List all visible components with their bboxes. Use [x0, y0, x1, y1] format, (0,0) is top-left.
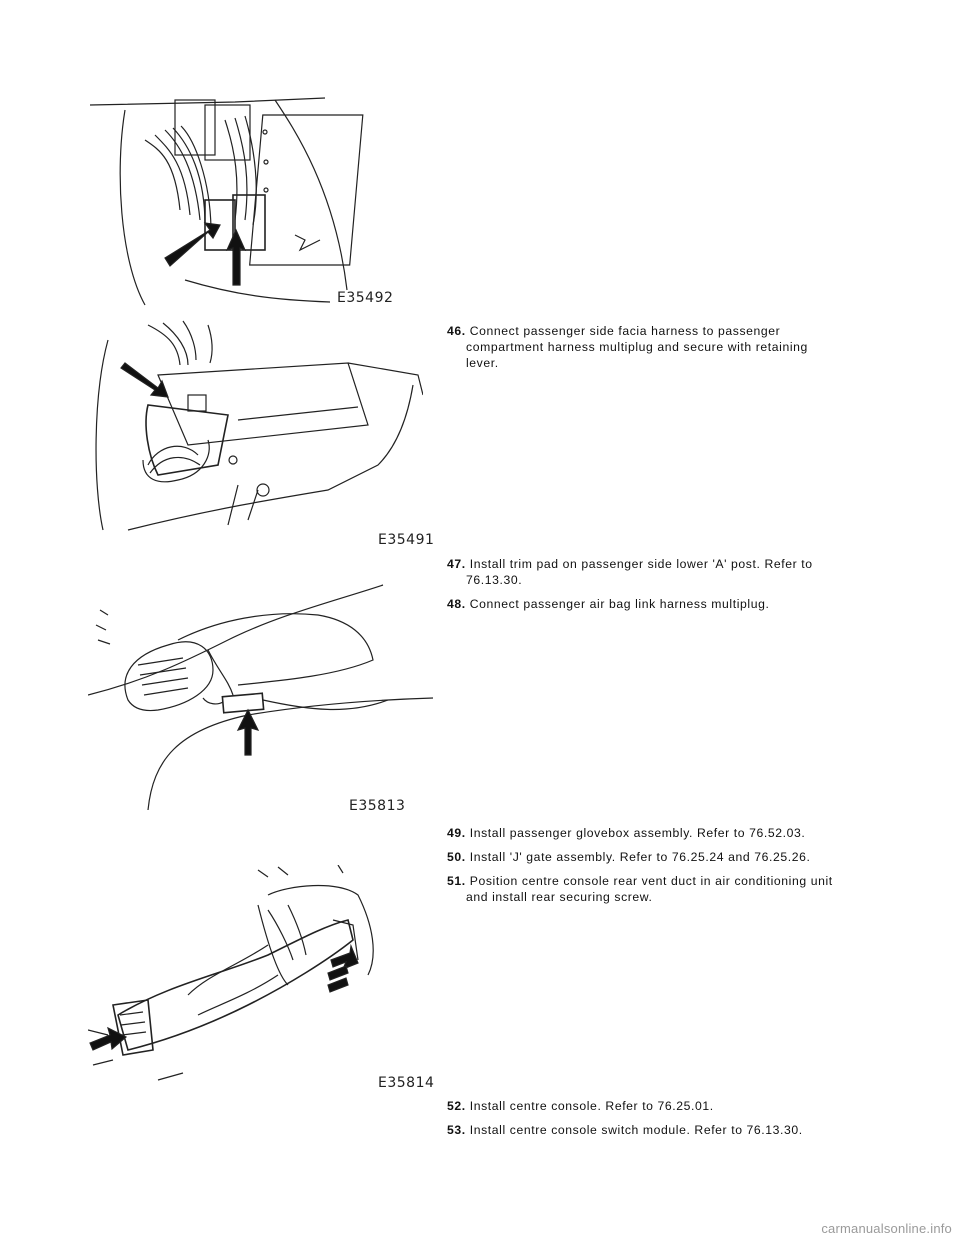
figure-airbag-link-harness: [88, 580, 433, 810]
figure-code: E35814: [378, 1075, 435, 1091]
watermark: carmanualsonline.info: [821, 1221, 952, 1236]
step-50: 50. Install 'J' gate assembly. Refer to …: [447, 850, 811, 864]
step-48: 48. Connect passenger air bag link harne…: [447, 597, 770, 611]
figure-console-vent-duct: [88, 865, 423, 1095]
step-46: 46. Connect passenger side facia harness…: [447, 324, 808, 370]
step-47: 47. Install trim pad on passenger side l…: [447, 557, 813, 587]
figure-code: E35813: [349, 798, 406, 814]
step-53: 53. Install centre console switch module…: [447, 1123, 803, 1137]
step-51: 51. Position centre console rear vent du…: [447, 874, 833, 904]
step-49: 49. Install passenger glovebox assembly.…: [447, 826, 806, 840]
figure-code: E35492: [337, 290, 394, 306]
step-52: 52. Install centre console. Refer to 76.…: [447, 1099, 714, 1113]
figure-code: E35491: [378, 532, 435, 548]
figure-facia-multiplug: [88, 315, 423, 540]
figure-harness-connectors: [85, 90, 405, 315]
